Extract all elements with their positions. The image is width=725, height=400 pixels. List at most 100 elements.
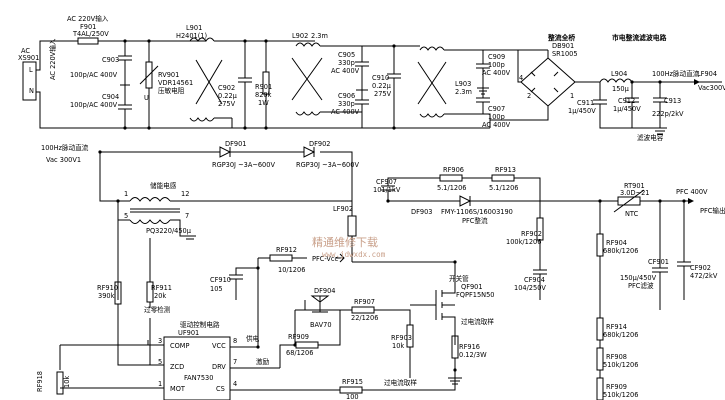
rf910-val: 390k	[98, 292, 115, 300]
r901-val: 820k	[255, 91, 272, 99]
rf918-label: RF918	[36, 371, 44, 392]
resistor-rf909b	[596, 377, 604, 400]
driver-ctrl-label: 驱动控制电路	[180, 320, 220, 329]
supply-label: 供电	[246, 334, 260, 343]
c909-label: C909	[488, 53, 505, 61]
c911-val: 1μ/450V	[568, 107, 596, 115]
pin-cs: CS	[216, 385, 225, 393]
fuse-f901	[77, 37, 99, 45]
pin1-ind: 1	[124, 190, 128, 198]
cap-c913	[653, 82, 667, 128]
rf903-val: 10k	[392, 342, 404, 350]
l903-val: 2.3m	[455, 88, 472, 96]
df902-label: DF902	[309, 140, 330, 148]
inductor-lf902	[347, 215, 357, 237]
xs901-label: XS901	[18, 54, 39, 62]
pin8-num: 8	[233, 337, 237, 345]
c906-label: C906	[338, 92, 355, 100]
caps-c909-c907	[476, 50, 490, 114]
pfc-out-label: PFC输出	[700, 206, 725, 215]
rf909b-label: RF909	[606, 383, 627, 391]
c905-val: 330p	[338, 59, 355, 67]
pin-l-label: L	[29, 66, 33, 74]
bridge-pin1: 1	[570, 92, 574, 100]
rv901-name: 压敏电阻	[158, 86, 185, 95]
resistor-rf912	[269, 254, 293, 262]
rt901-label: RT901	[624, 182, 645, 190]
inductor-l904	[599, 78, 633, 83]
c906-val: 330p	[338, 100, 355, 108]
c904-val: 100p/AC 400V	[70, 101, 118, 109]
c912-label: C912	[618, 97, 635, 105]
rf909-label: RF909	[288, 333, 309, 341]
ac-in-label: AC 220V输入	[67, 14, 109, 23]
l901-val: H2401(1)	[176, 32, 207, 40]
c907-v: AC 400V	[482, 121, 511, 129]
db901-val: SR1005	[552, 50, 578, 58]
db-name: 整流全桥	[547, 33, 575, 42]
c902-label: C902	[218, 84, 235, 92]
pin7-ind: 7	[185, 212, 189, 220]
r901-label: R901	[255, 83, 272, 91]
pin-n-label: N	[29, 87, 34, 95]
cf901-val: 150μ/450V	[620, 274, 657, 282]
r901-w: 1W	[258, 99, 269, 107]
rf903-label: RF903	[391, 334, 412, 342]
choke-l901-bottom	[189, 117, 215, 122]
rf908-label: RF908	[606, 353, 627, 361]
rf912-val: 10/1206	[278, 266, 305, 274]
cf907-val: 101/1kV	[373, 186, 401, 194]
db901-label: DB901	[552, 42, 574, 50]
pfc400-label: PFC 400V	[676, 188, 708, 196]
lf902-label: LF902	[333, 205, 353, 213]
rf914-val: 680k/1206	[603, 331, 638, 339]
fan7530-label: FAN7530	[184, 374, 213, 382]
cf902-val: 472/2kV	[690, 272, 718, 280]
oc-sample-label: 过电流取样	[461, 317, 494, 326]
bridge-pin4: 4	[519, 74, 523, 82]
c907-label: C907	[488, 105, 505, 113]
hz100b-label: 100Hz脉动直流	[41, 143, 89, 152]
rf914-label: RF914	[606, 323, 627, 331]
c905-label: C905	[338, 51, 355, 59]
ntc-label: NTC	[625, 210, 639, 218]
resistor-rf918	[56, 371, 64, 395]
cf902-label: CF902	[690, 264, 711, 272]
pfc-filter-label: PFC滤波	[628, 281, 654, 290]
rf910-label: RF910	[97, 284, 118, 292]
c913-label: C913	[664, 97, 681, 105]
choke-l902	[295, 42, 321, 47]
pin5-num: 5	[158, 358, 162, 366]
df901-label: DF901	[225, 140, 246, 148]
df901-val: RGP30J ~3A~600V	[212, 161, 275, 169]
l904-val: 150μ	[612, 85, 630, 93]
cap-cf910	[229, 267, 258, 300]
f901-label: F901	[80, 23, 96, 31]
df902-val: RGP30J ~3A~600V	[296, 161, 359, 169]
caps-c905-c906	[355, 46, 369, 112]
pin3-num: 3	[158, 337, 162, 345]
hz100-label: 100Hz脉动直流	[652, 69, 700, 78]
c910-label: C910	[372, 74, 389, 82]
ac-label: AC	[21, 47, 30, 55]
c903-label: C903	[102, 56, 119, 64]
ac220-in-label: AC 220V输入	[48, 38, 57, 80]
cf910-label: CF910	[210, 276, 231, 284]
c903-val: 100p/AC 400V	[70, 71, 118, 79]
choke-l901-top	[189, 37, 215, 42]
u-label: U	[144, 94, 149, 102]
pfc-vcc-label: PFC-Vcc	[312, 255, 339, 263]
bridge-pin2: 2	[527, 92, 531, 100]
df903-val: FMY-1106S/16003190	[441, 208, 513, 216]
pin7-num: 7	[233, 358, 237, 366]
pin-comp: COMP	[170, 342, 189, 350]
zero-detect-label: 过零检测	[144, 305, 171, 314]
storage-ind-label: 储能电感	[150, 181, 177, 190]
l904-label: L904	[611, 70, 627, 78]
c905-v: AC 400V	[331, 67, 360, 75]
resistor-rf913	[491, 174, 515, 182]
switch-label: 开关管	[449, 274, 469, 283]
cf904-val: 104/250V	[514, 284, 546, 292]
resistor-rf909	[295, 341, 319, 349]
